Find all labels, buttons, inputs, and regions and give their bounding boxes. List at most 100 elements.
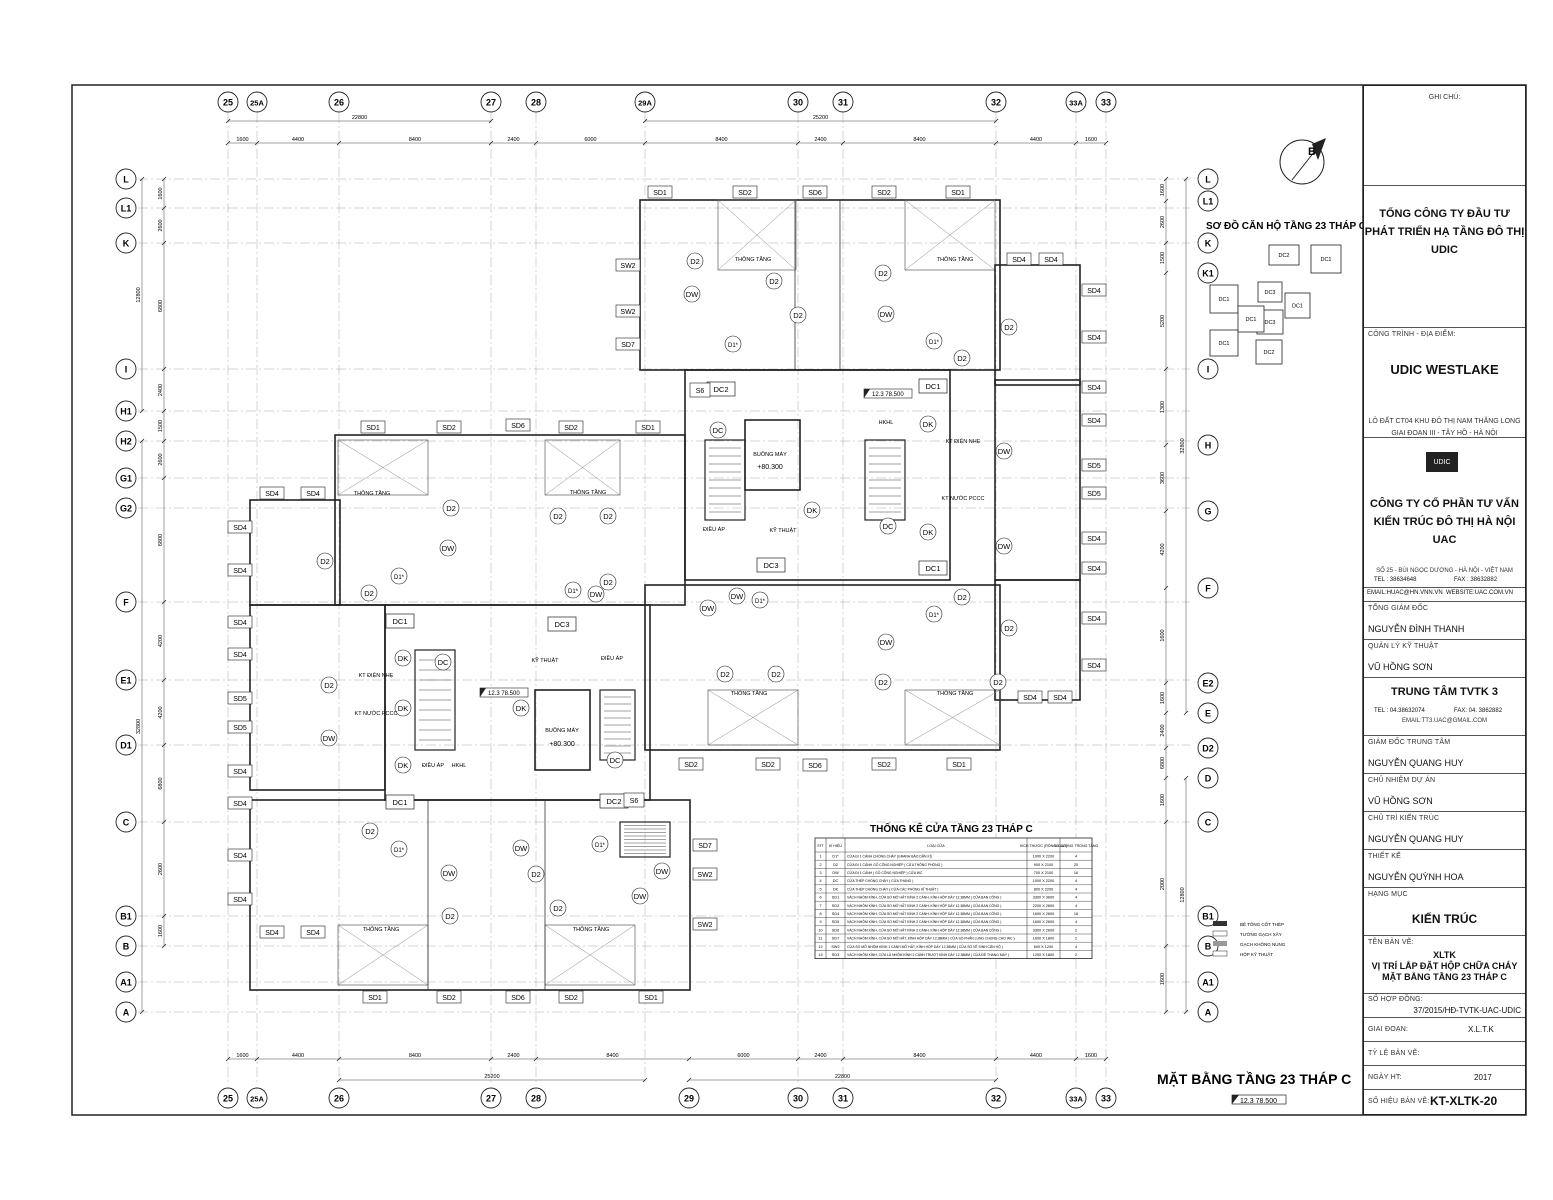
svg-text:3300 X 2600: 3300 X 2600 [1033, 928, 1055, 932]
axis-bottom-28-label: 28 [531, 1094, 541, 1104]
svg-text:4: 4 [1075, 945, 1077, 949]
svg-text:SD4: SD4 [1012, 257, 1026, 264]
axis-left-E1: E1 [115, 669, 137, 691]
svg-text:SD2: SD2 [877, 762, 891, 769]
svg-text:D2: D2 [446, 504, 456, 513]
window-tag-sd4: SD4 [227, 563, 253, 577]
dim-right-12: 2000 [1160, 878, 1166, 890]
north-arrow: B [1279, 138, 1326, 185]
axis-right-L-label: L [1205, 175, 1211, 185]
key-plan-unit-dc1: DC1 [1310, 244, 1342, 274]
axis-left-G1-label: G1 [120, 474, 132, 484]
svg-text:SD5: SD5 [1087, 463, 1101, 470]
svg-text:D1*: D1* [394, 848, 405, 854]
svg-text:11: 11 [819, 937, 823, 941]
core-north [684, 369, 951, 581]
dim-left-6: 6800 [158, 534, 164, 546]
svg-text:SD4: SD4 [1087, 335, 1101, 342]
designer-cell: THIẾT KẾ NGUYỄN QUỲNH HOA [1364, 850, 1525, 888]
room-tag-dk: DK [394, 649, 412, 667]
svg-text:VÁCH NHÔM KÍNH, CỬA SỔ MỞ HẤT: VÁCH NHÔM KÍNH, CỬA SỔ MỞ HẤT KÍNH 2 CÁN… [847, 927, 1001, 932]
room-tag-d2: D2 [1000, 619, 1018, 637]
window-tag-sd5: SD5 [1081, 486, 1107, 500]
dim-left-8: 4200 [158, 706, 164, 718]
window-tag-sd5: SD5 [227, 720, 253, 734]
dim-bottom-3: 2400 [507, 1053, 519, 1059]
svg-text:SD6: SD6 [511, 995, 525, 1002]
svg-text:D2: D2 [1004, 624, 1014, 633]
window-tag-sd4: SD4 [227, 615, 253, 629]
axis-top-32: 32 [985, 91, 1007, 113]
dim-left-7: 4200 [158, 635, 164, 647]
block-mid-east [644, 584, 1001, 751]
svg-text:D2: D2 [320, 557, 330, 566]
axis-left-B1-label: B1 [120, 912, 132, 922]
lead-architect-label: CHỦ TRÌ KIẾN TRÚC [1368, 815, 1440, 822]
room-tag-dc: DC [709, 421, 727, 439]
axis-top-26: 26 [328, 91, 350, 113]
room-tag-dw: DW [877, 633, 895, 651]
svg-text:800 X 2200: 800 X 2200 [1034, 887, 1053, 891]
svg-text:SD4: SD4 [233, 769, 247, 776]
svg-text:700 X 2100: 700 X 2100 [1034, 871, 1053, 875]
window-tag-sd4: SD4 [300, 486, 326, 500]
axis-left-B: B [115, 935, 137, 957]
date-cell: NGÀY HT: 2017 [1364, 1066, 1525, 1090]
void-ne-2 [904, 199, 996, 271]
axis-bottom-33-label: 33 [1101, 1094, 1111, 1104]
axis-bottom-30: 30 [787, 1087, 809, 1109]
axis-left-C: C [115, 811, 137, 833]
dim-top-7: 8400 [913, 137, 925, 143]
tag-s6-north: S6 [689, 382, 711, 398]
svg-text:DW: DW [515, 844, 528, 853]
svg-text:SD4: SD4 [1087, 663, 1101, 670]
consultant-line3: UAC [1432, 534, 1457, 546]
svg-text:D2: D2 [553, 904, 563, 913]
svg-text:D1*: D1* [568, 589, 579, 595]
axis-bottom-30-label: 30 [793, 1094, 803, 1104]
svg-text:DW: DW [443, 869, 456, 878]
room-tag-dc: DC [879, 517, 897, 535]
axis-left-F: F [115, 591, 137, 613]
svg-text:D1*: D1* [728, 343, 739, 349]
room-tag-dw: DW [699, 599, 717, 617]
room-tag-d2: D2 [320, 676, 338, 694]
tag-dc3-east: DC3 [756, 557, 786, 573]
category-value: KIẾN TRÚC [1411, 912, 1478, 926]
label-void: THÔNG TẦNG [573, 926, 610, 933]
dim-right-8: 1600 [1160, 692, 1166, 704]
director-cell: TỔNG GIÁM ĐỐC NGUYỄN ĐÌNH THANH [1364, 602, 1525, 640]
svg-text:D2: D2 [553, 512, 563, 521]
svg-text:DW: DW [634, 892, 647, 901]
tag-dc1-south: DC1 [385, 794, 415, 810]
svg-text:DC2: DC2 [1263, 350, 1274, 356]
svg-text:1: 1 [819, 855, 821, 859]
category-cell: HẠNG MỤC KIẾN TRÚC [1364, 888, 1525, 936]
window-tag-sd2: SD2 [871, 185, 897, 199]
svg-text:DC1: DC1 [925, 382, 940, 391]
svg-text:9: 9 [819, 920, 821, 924]
room-tag-dw: DW [440, 864, 458, 882]
svg-text:D2: D2 [771, 670, 781, 679]
svg-text:SD4: SD4 [1044, 257, 1058, 264]
room-tag-dk: DK [919, 415, 937, 433]
axis-top-33-label: 33 [1101, 98, 1111, 108]
svg-text:D2: D2 [690, 257, 700, 266]
category-label: HẠNG MỤC [1368, 891, 1408, 898]
window-tag-sd2: SD2 [678, 757, 704, 771]
label-void: THÔNG TẦNG [937, 256, 974, 263]
lead-architect-name: NGUYỄN QUANG HUY [1368, 834, 1464, 844]
dim-top-9: 1600 [1085, 137, 1097, 143]
axis-bottom-33: 33 [1095, 1087, 1117, 1109]
svg-text:D2: D2 [793, 311, 803, 320]
axis-right-L1: L1 [1197, 190, 1219, 212]
svg-text:SD2: SD2 [564, 425, 578, 432]
svg-text:SD4: SD4 [1087, 418, 1101, 425]
axis-right-A1: A1 [1197, 971, 1219, 993]
axis-top-33: 33 [1095, 91, 1117, 113]
block-south-west [249, 799, 691, 991]
tag-dc1-west: DC1 [385, 613, 415, 629]
